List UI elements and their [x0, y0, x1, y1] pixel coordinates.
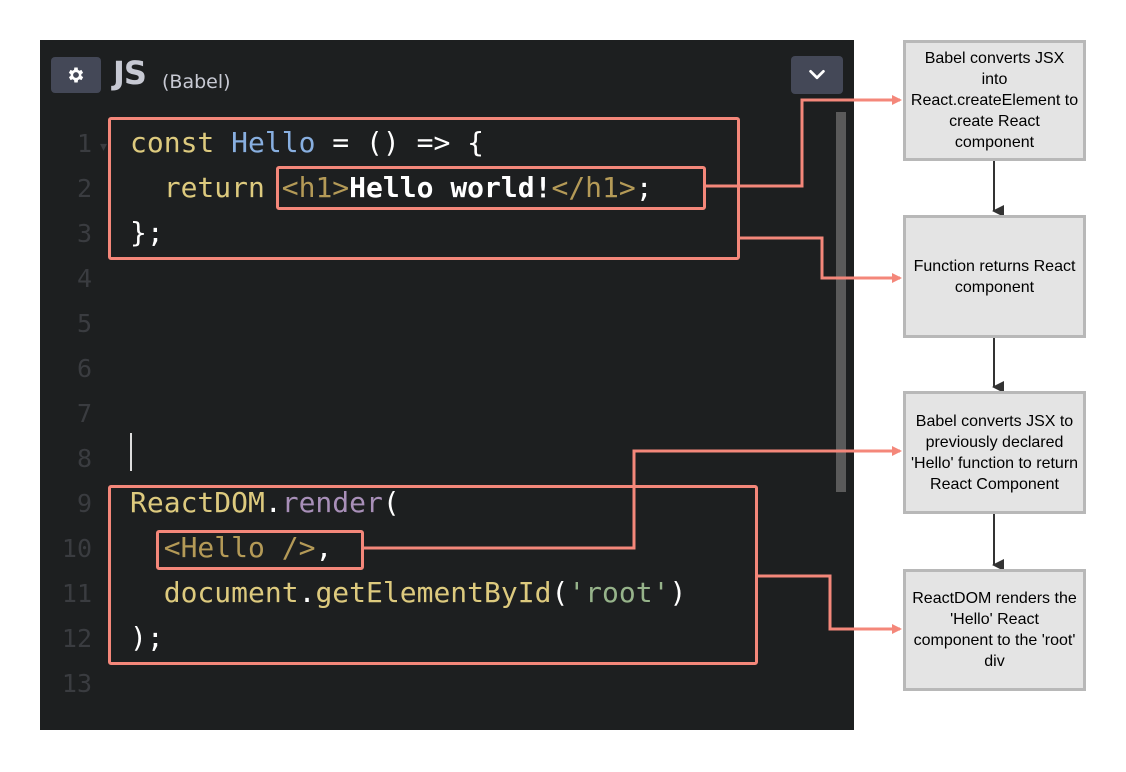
code-line-9: ReactDOM.render( — [130, 487, 400, 519]
flow-node-function-returns: Function returns React component — [903, 215, 1086, 338]
paren-token: ( — [551, 576, 569, 609]
editor-scrollbar[interactable] — [836, 112, 846, 492]
line-number: 10 — [61, 534, 92, 563]
keyword-token: return — [163, 171, 265, 204]
flow-node-babel-hello: Babel converts JSX to previously declare… — [903, 391, 1086, 514]
paren-token: ( — [382, 486, 400, 519]
chevron-down-icon — [809, 69, 825, 80]
closing-brace-token: }; — [130, 216, 164, 249]
text-cursor — [130, 433, 132, 471]
gear-icon — [68, 67, 84, 83]
flow-node-text: ReactDOM renders the 'Hello' React compo… — [912, 590, 1077, 670]
jsx-component-tag: <Hello /> — [163, 531, 316, 564]
code-line-10: <Hello />, — [130, 531, 333, 564]
object-token: ReactDOM — [130, 486, 265, 519]
line-number: 11 — [61, 579, 92, 608]
method-token: getElementById — [315, 576, 552, 609]
preprocessor-label: (Babel) — [162, 71, 231, 93]
language-label: JS — [113, 54, 147, 92]
connector-hello-to-babel — [364, 446, 902, 550]
fold-arrow-icon[interactable]: ▾ — [100, 139, 108, 155]
connector-jsx-to-babel — [706, 95, 902, 188]
operator-token: = () => { — [315, 126, 485, 159]
line-number: 4 — [76, 264, 92, 293]
flow-node-babel-jsx: Babel converts JSX into React.createElem… — [903, 40, 1086, 161]
line-number: 8 — [76, 444, 92, 473]
flow-node-text: Babel converts JSX into React.createElem… — [910, 50, 1079, 151]
connector-function-to-returns — [740, 236, 902, 283]
dot-token: . — [298, 576, 316, 609]
hello-function-highlight — [108, 117, 740, 260]
code-line-12: ); — [130, 622, 164, 654]
line-number: 1 — [76, 129, 92, 158]
code-line-3: }; — [130, 217, 164, 249]
render-call-highlight — [108, 485, 758, 665]
flow-node-text: Function returns React component — [913, 257, 1076, 296]
code-line-11: document.getElementById('root') — [130, 576, 687, 609]
hello-component-highlight — [156, 530, 364, 570]
flow-node-text: Babel converts JSX to previously declare… — [910, 412, 1079, 493]
line-number: 9 — [76, 489, 92, 518]
paren-token: ) — [669, 576, 687, 609]
code-line-2: return <h1>Hello world!</h1>; — [130, 172, 653, 204]
settings-button[interactable] — [51, 57, 101, 93]
connector-render-to-reactdom — [758, 574, 902, 634]
identifier-token: Hello — [231, 126, 316, 159]
dot-token: . — [264, 486, 282, 519]
line-number: 6 — [76, 354, 92, 383]
string-token: 'root' — [568, 576, 670, 609]
code-line-1: const Hello = () => { — [130, 127, 484, 159]
collapse-editor-button[interactable] — [791, 56, 843, 94]
line-number: 13 — [61, 669, 92, 698]
closing-paren-token: ); — [130, 621, 164, 654]
line-number: 3 — [76, 219, 92, 248]
semicolon-token: ; — [635, 171, 653, 204]
jsx-text: Hello world! — [349, 171, 552, 204]
line-number: 12 — [61, 624, 92, 653]
editor-body[interactable]: 1 2 3 4 5 6 7 8 9 10 11 12 13 ▾ const He… — [40, 112, 854, 730]
editor-header: JS (Babel) — [40, 40, 854, 112]
jsx-open-tag: <h1> — [281, 171, 350, 204]
jsx-h1-highlight — [276, 166, 706, 210]
jsx-close-tag: </h1> — [551, 171, 636, 204]
method-token: render — [281, 486, 383, 519]
object-token: document — [163, 576, 299, 609]
line-number: 5 — [76, 309, 92, 338]
flow-node-reactdom-renders: ReactDOM renders the 'Hello' React compo… — [903, 569, 1086, 691]
line-number: 7 — [76, 399, 92, 428]
keyword-token: const — [130, 126, 215, 159]
comma-token: , — [315, 531, 333, 564]
line-number: 2 — [76, 174, 92, 203]
code-editor-panel: JS (Babel) 1 2 3 4 5 6 7 8 9 10 11 12 13… — [40, 40, 854, 730]
